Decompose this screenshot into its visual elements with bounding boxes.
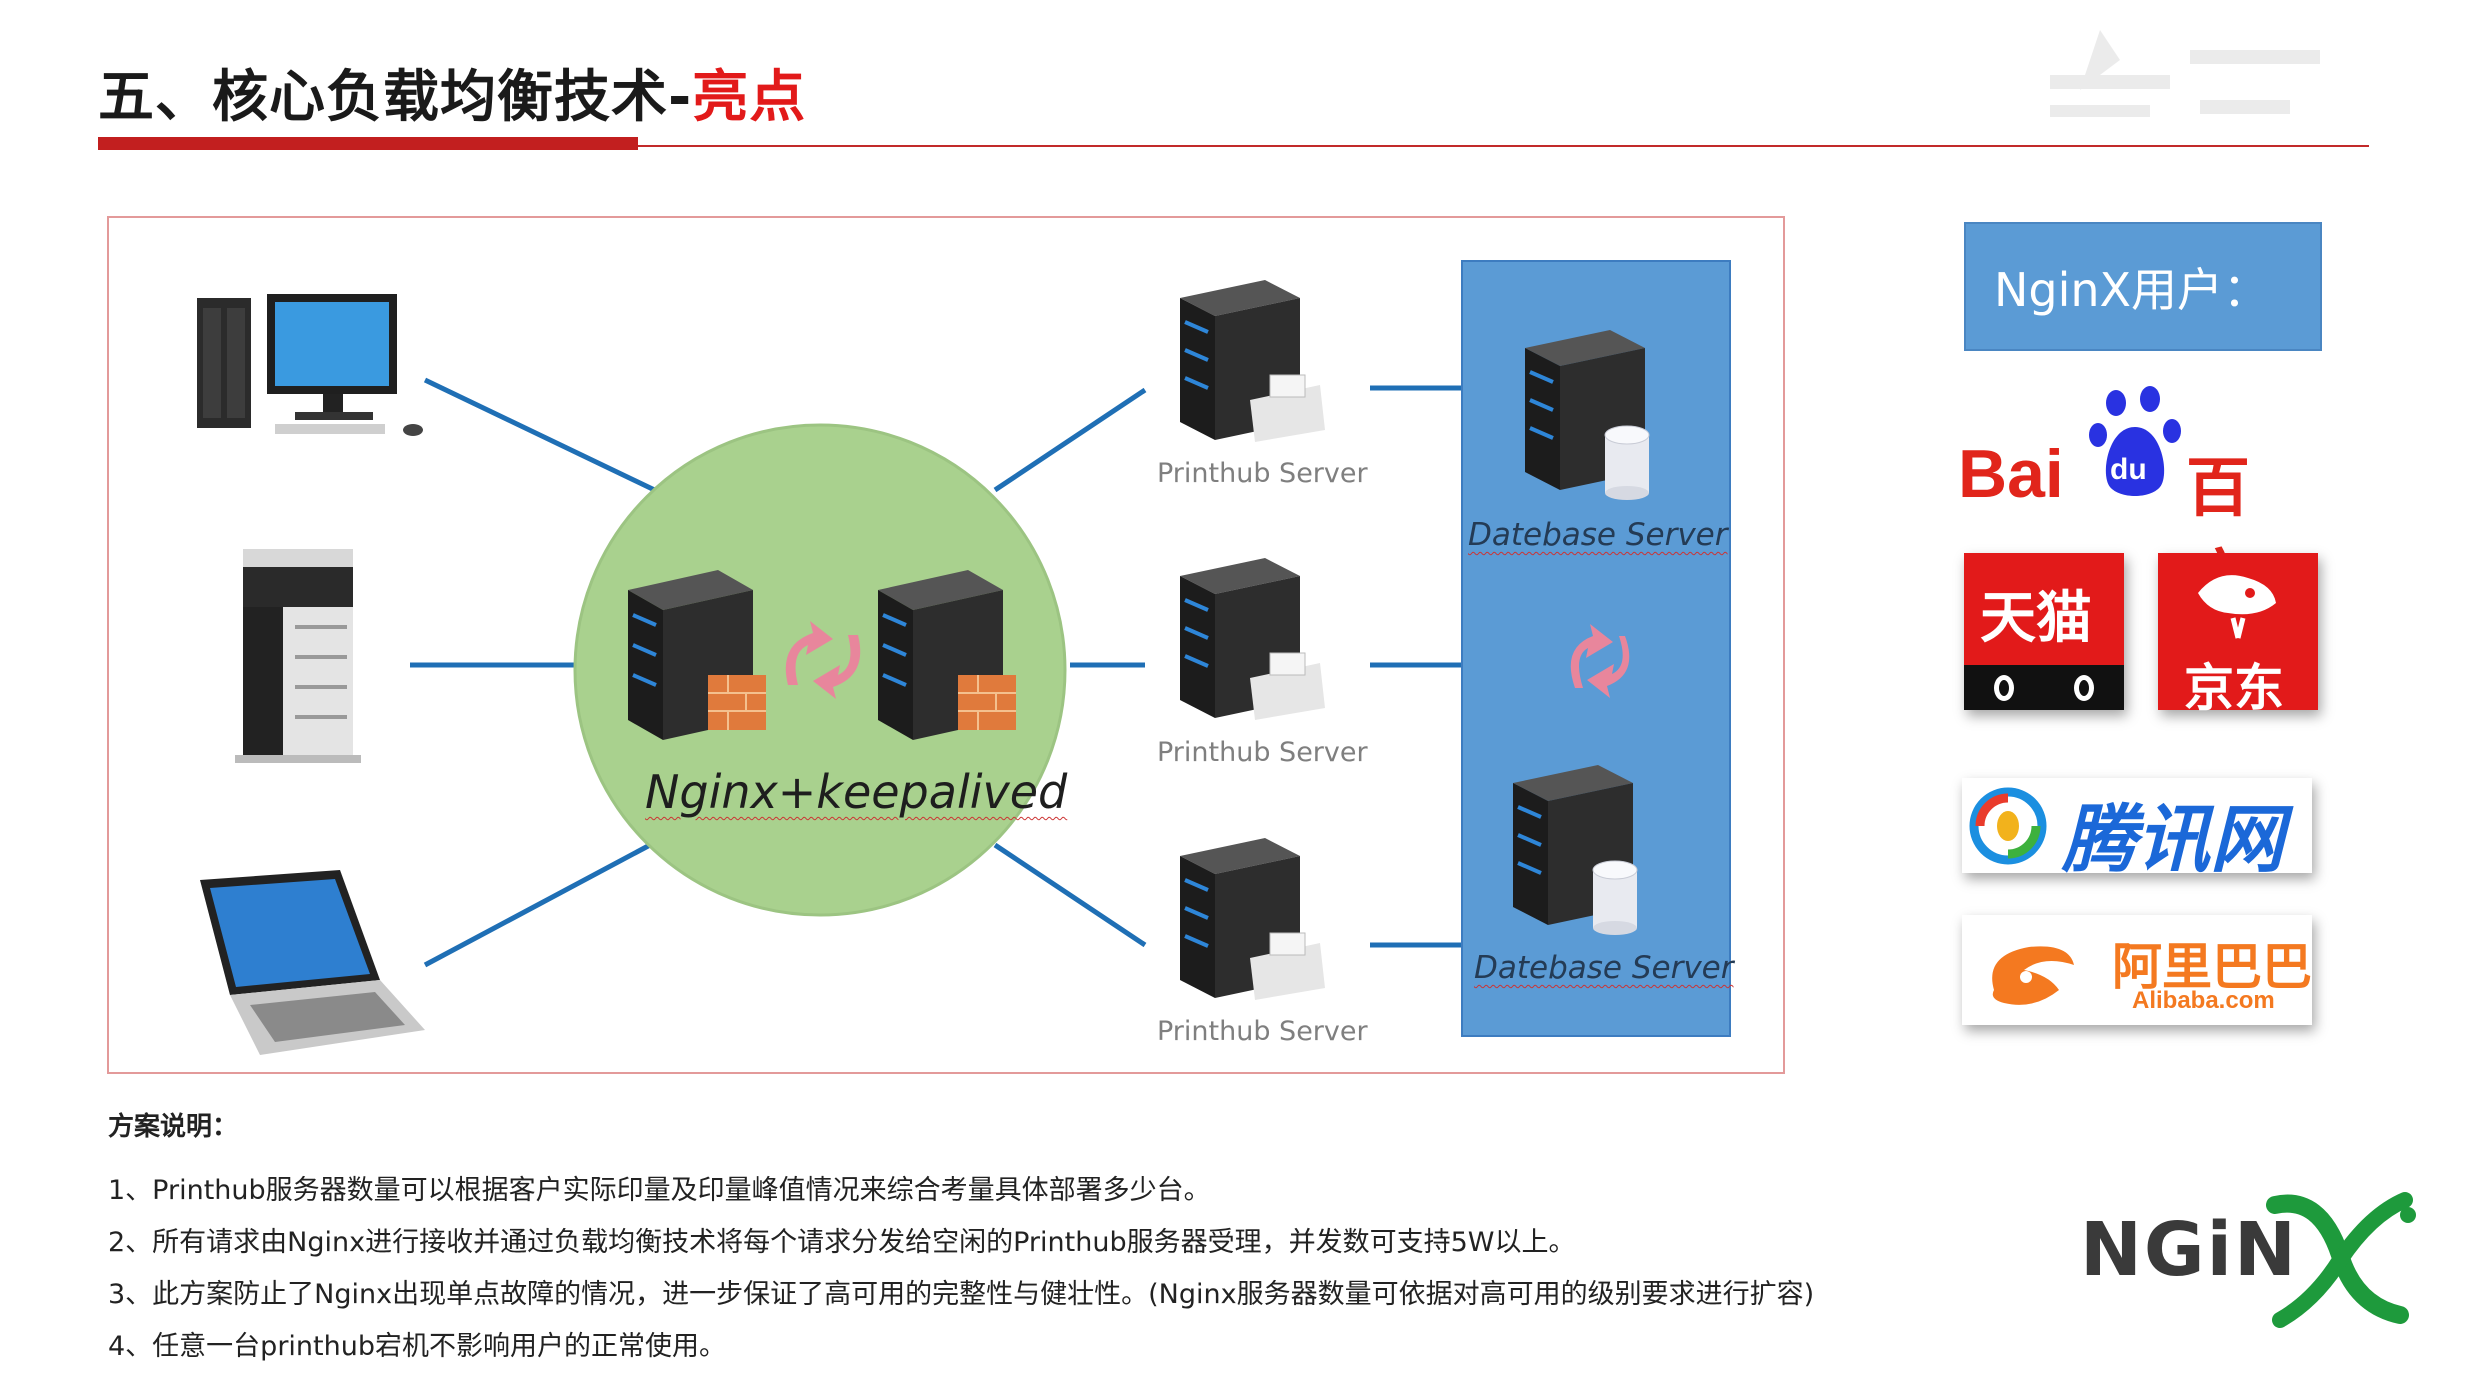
nginx-server-1-icon — [628, 570, 766, 740]
laptop-icon — [200, 870, 425, 1055]
qq-logo: 腾讯网 — [1962, 778, 2312, 883]
printhub-label-3: Printhub Server — [1157, 1016, 1368, 1047]
solution-notes: 方案说明： 1、Printhub服务器数量可以根据客户实际印量及印量峰值情况来综… — [108, 1106, 2008, 1373]
printer-icon — [235, 549, 361, 763]
tmall-eye-left — [1994, 675, 2014, 701]
note-item-3: 3、此方案防止了Nginx出现单点故障的情况，进一步保证了高可用的完整性与健壮性… — [108, 1279, 1815, 1310]
nginx-logo: NGiN — [2080, 1185, 2420, 1335]
cluster-label: Nginx+keepalived — [645, 765, 1068, 819]
printhub-server-2-icon — [1180, 558, 1325, 720]
title-highlight: 亮点 — [692, 65, 807, 130]
printhub-server-1-icon — [1180, 280, 1325, 442]
database-label-1: Datebase Server — [1468, 517, 1728, 553]
alibaba-smile-icon — [1992, 946, 2074, 1005]
database-label-2: Datebase Server — [1474, 950, 1734, 986]
printhub-label-2: Printhub Server — [1157, 737, 1368, 768]
page-title: 五、核心负载均衡技术-亮点 — [98, 52, 806, 133]
sync-arrows-icon — [785, 621, 861, 699]
qq-circle-icon — [1969, 787, 2047, 865]
alibaba-logo: 阿里巴巴 Alibaba.com — [1962, 915, 2312, 1025]
note-item-4: 4、任意一台printhub宕机不影响用户的正常使用。 — [108, 1331, 726, 1362]
baidu-logo-text: Bai — [1958, 436, 2064, 512]
title-underline-accent — [98, 137, 638, 150]
tmall-text: 天猫 — [1980, 586, 2092, 651]
nginx-server-2-icon — [878, 570, 1016, 740]
baidu-paw-text: du — [2110, 453, 2147, 486]
jd-logo: 京东 — [2158, 553, 2318, 717]
title-underline — [638, 145, 2369, 147]
alibaba-en-text: Alibaba.com — [2132, 987, 2275, 1014]
link-cluster-printhub-3 — [993, 842, 1147, 948]
jd-text: 京东 — [2184, 659, 2284, 717]
note-item-1: 1、Printhub服务器数量可以根据客户实际印量及印量峰值情况来综合考量具体部… — [108, 1175, 1211, 1206]
printhub-label-1: Printhub Server — [1157, 458, 1368, 489]
tmall-eye-right — [2074, 675, 2094, 701]
printhub-server-3-icon — [1180, 838, 1325, 1000]
nginx-cluster-circle — [573, 423, 1067, 917]
nginx-users-header — [1964, 222, 2322, 351]
title-main: 五、核心负载均衡技术- — [98, 65, 693, 130]
database-server-1-icon — [1525, 330, 1650, 500]
alibaba-cn-text: 阿里巴巴 — [2112, 938, 2312, 996]
notes-heading: 方案说明： — [108, 1112, 239, 1142]
link-desktop-cluster — [423, 377, 667, 498]
watermark-logo — [2050, 30, 2320, 117]
desktop-computer-icon — [197, 294, 423, 436]
baidu-paw-icon — [2089, 386, 2181, 496]
qq-text: 腾讯网 — [2062, 797, 2284, 883]
nginx-x-icon — [2266, 1192, 2416, 1328]
tmall-logo: 天猫 — [1964, 553, 2124, 710]
db-sync-arrows-icon — [1570, 624, 1630, 698]
baidu-logo: Bai du 百度 — [1958, 385, 2310, 618]
nginx-logo-text: NGiN — [2080, 1207, 2298, 1293]
note-item-2: 2、所有请求由Nginx进行接收并通过负载均衡技术将每个请求分发给空闲的Prin… — [108, 1227, 1576, 1258]
database-server-2-icon — [1513, 765, 1638, 935]
jd-dog-icon — [2198, 575, 2276, 639]
nginx-users-title: NginX用户： — [1994, 263, 2270, 317]
link-laptop-cluster — [423, 842, 652, 968]
tmall-cat-face — [1964, 665, 2124, 710]
link-cluster-printhub-1 — [993, 387, 1147, 493]
